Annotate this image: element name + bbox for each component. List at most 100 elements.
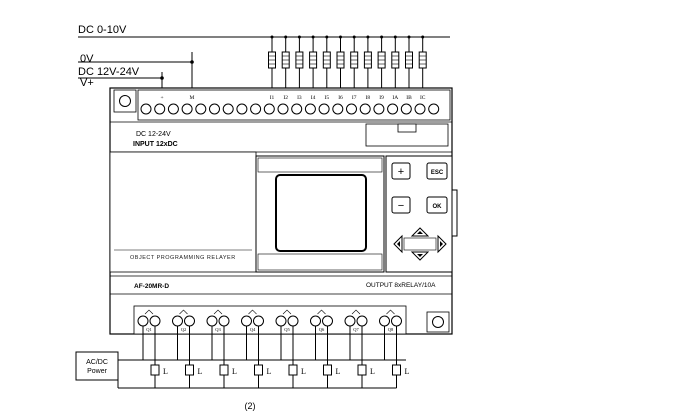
load-box bbox=[150, 364, 160, 376]
output-screw-terminal bbox=[218, 315, 230, 327]
input-terminal-label: I4 bbox=[311, 95, 316, 101]
output-terminal-label: Q2 bbox=[181, 327, 187, 332]
output-terminal-label: Q6 bbox=[319, 327, 325, 332]
model-number: AF-20MR-D bbox=[134, 283, 169, 290]
input-terminal-label: I5 bbox=[325, 95, 330, 101]
sensor-junction bbox=[284, 35, 288, 39]
sensor-junction bbox=[366, 35, 370, 39]
input-screw-terminal bbox=[373, 103, 385, 115]
relay-contact-icon bbox=[179, 309, 188, 315]
down-arrow-icon bbox=[417, 254, 423, 257]
key-minus[interactable]: − bbox=[391, 196, 411, 214]
output-terminal-label: Q5 bbox=[284, 327, 290, 332]
output-screw-terminal bbox=[391, 315, 402, 327]
output-screw-terminal bbox=[184, 315, 195, 327]
sensor-connector-group bbox=[268, 35, 427, 104]
output-screw-terminal bbox=[172, 315, 183, 327]
load-box bbox=[323, 364, 332, 376]
left-arrow-icon bbox=[397, 241, 400, 247]
input-terminal-label: M bbox=[190, 95, 195, 101]
input-screw-terminal bbox=[154, 103, 166, 115]
output-screw-terminal bbox=[241, 315, 252, 327]
input-terminal-label: I8 bbox=[366, 95, 371, 101]
load-label: L bbox=[267, 367, 272, 376]
input-spec-line1: DC 12-24V bbox=[136, 131, 171, 138]
relay-contact-icon bbox=[317, 309, 326, 315]
key-esc-label: ESC bbox=[431, 170, 444, 176]
relay-contact-icon bbox=[386, 309, 395, 315]
key-esc-body[interactable] bbox=[426, 162, 448, 180]
output-screw-terminal bbox=[137, 315, 149, 327]
input-screw-terminal bbox=[195, 103, 207, 115]
sensor-junction bbox=[380, 35, 384, 39]
output-spec: OUTPUT 8xRELAY/10A bbox=[366, 282, 436, 289]
key-minus-label: − bbox=[398, 200, 404, 212]
key-minus-body[interactable] bbox=[391, 196, 411, 214]
input-terminal-label: I6 bbox=[338, 95, 343, 101]
label-dc-12-24v: DC 12V-24V bbox=[78, 66, 140, 78]
figure-caption: (2) bbox=[245, 401, 256, 411]
input-terminal-label: I7 bbox=[352, 95, 357, 101]
key-plus[interactable]: + bbox=[391, 162, 411, 180]
input-terminal-label: IB bbox=[406, 95, 412, 101]
relay-contact-icon bbox=[351, 309, 361, 315]
load-label: L bbox=[405, 367, 410, 376]
power-box-line1: AC/DC bbox=[86, 359, 108, 366]
input-screw-terminal bbox=[209, 103, 220, 115]
relay-contact-icon bbox=[144, 309, 154, 315]
label-vplus: V+ bbox=[80, 77, 94, 89]
input-screw-terminal bbox=[387, 103, 399, 115]
input-screw-terminal bbox=[359, 103, 371, 115]
0v-junction bbox=[190, 60, 194, 64]
load-label: L bbox=[301, 367, 306, 376]
key-ok-body[interactable] bbox=[426, 196, 448, 214]
key-ok[interactable]: OK bbox=[426, 196, 448, 214]
sensor-junction bbox=[325, 35, 329, 39]
input-terminal-label: I1 bbox=[270, 95, 275, 101]
load-box bbox=[254, 364, 263, 376]
key-plus-label: + bbox=[398, 166, 404, 178]
output-screw-terminal bbox=[322, 315, 333, 327]
load-box bbox=[288, 364, 298, 376]
lcd-top-strip bbox=[257, 157, 383, 173]
input-terminal-label: I9 bbox=[379, 95, 384, 101]
output-screw-terminal bbox=[149, 315, 161, 327]
input-terminal-label: I2 bbox=[283, 95, 288, 101]
lcd-bottom-strip bbox=[257, 253, 383, 271]
input-screw-terminal bbox=[304, 103, 316, 115]
direction-pad bbox=[393, 227, 447, 261]
input-terminal-label: IC bbox=[420, 95, 426, 101]
load-label: L bbox=[370, 367, 375, 376]
load-box bbox=[392, 364, 401, 376]
input-screw-terminal bbox=[318, 103, 330, 115]
key-plus-body[interactable] bbox=[391, 162, 411, 180]
load-label: L bbox=[163, 367, 168, 376]
key-esc[interactable]: ESC bbox=[426, 162, 448, 180]
sensor-junction bbox=[270, 35, 274, 39]
input-screw-terminal bbox=[140, 103, 152, 115]
dpad-center-frame bbox=[403, 237, 437, 251]
load-label: L bbox=[336, 367, 341, 376]
input-screw-terminal bbox=[277, 103, 289, 115]
left-front-panel bbox=[109, 151, 257, 273]
sensor-junction bbox=[393, 35, 397, 39]
input-screw-terminal bbox=[222, 103, 234, 115]
input-screw-terminal bbox=[428, 103, 440, 115]
input-screw-terminal bbox=[400, 103, 412, 115]
output-terminal-label: Q4 bbox=[250, 327, 256, 332]
plc-side-clip bbox=[451, 189, 458, 237]
sensor-junction bbox=[407, 35, 411, 39]
up-arrow-icon bbox=[417, 231, 423, 234]
output-screw-terminal bbox=[206, 315, 218, 327]
vplus-junction bbox=[160, 76, 164, 80]
input-terminal-label: I3 bbox=[297, 95, 302, 101]
input-spec-line2: INPUT 12xDC bbox=[133, 141, 178, 148]
key-ok-label: OK bbox=[433, 204, 443, 210]
label-0v: 0V bbox=[80, 53, 94, 65]
input-screw-terminal bbox=[291, 103, 303, 115]
right-arrow-icon bbox=[440, 241, 443, 247]
